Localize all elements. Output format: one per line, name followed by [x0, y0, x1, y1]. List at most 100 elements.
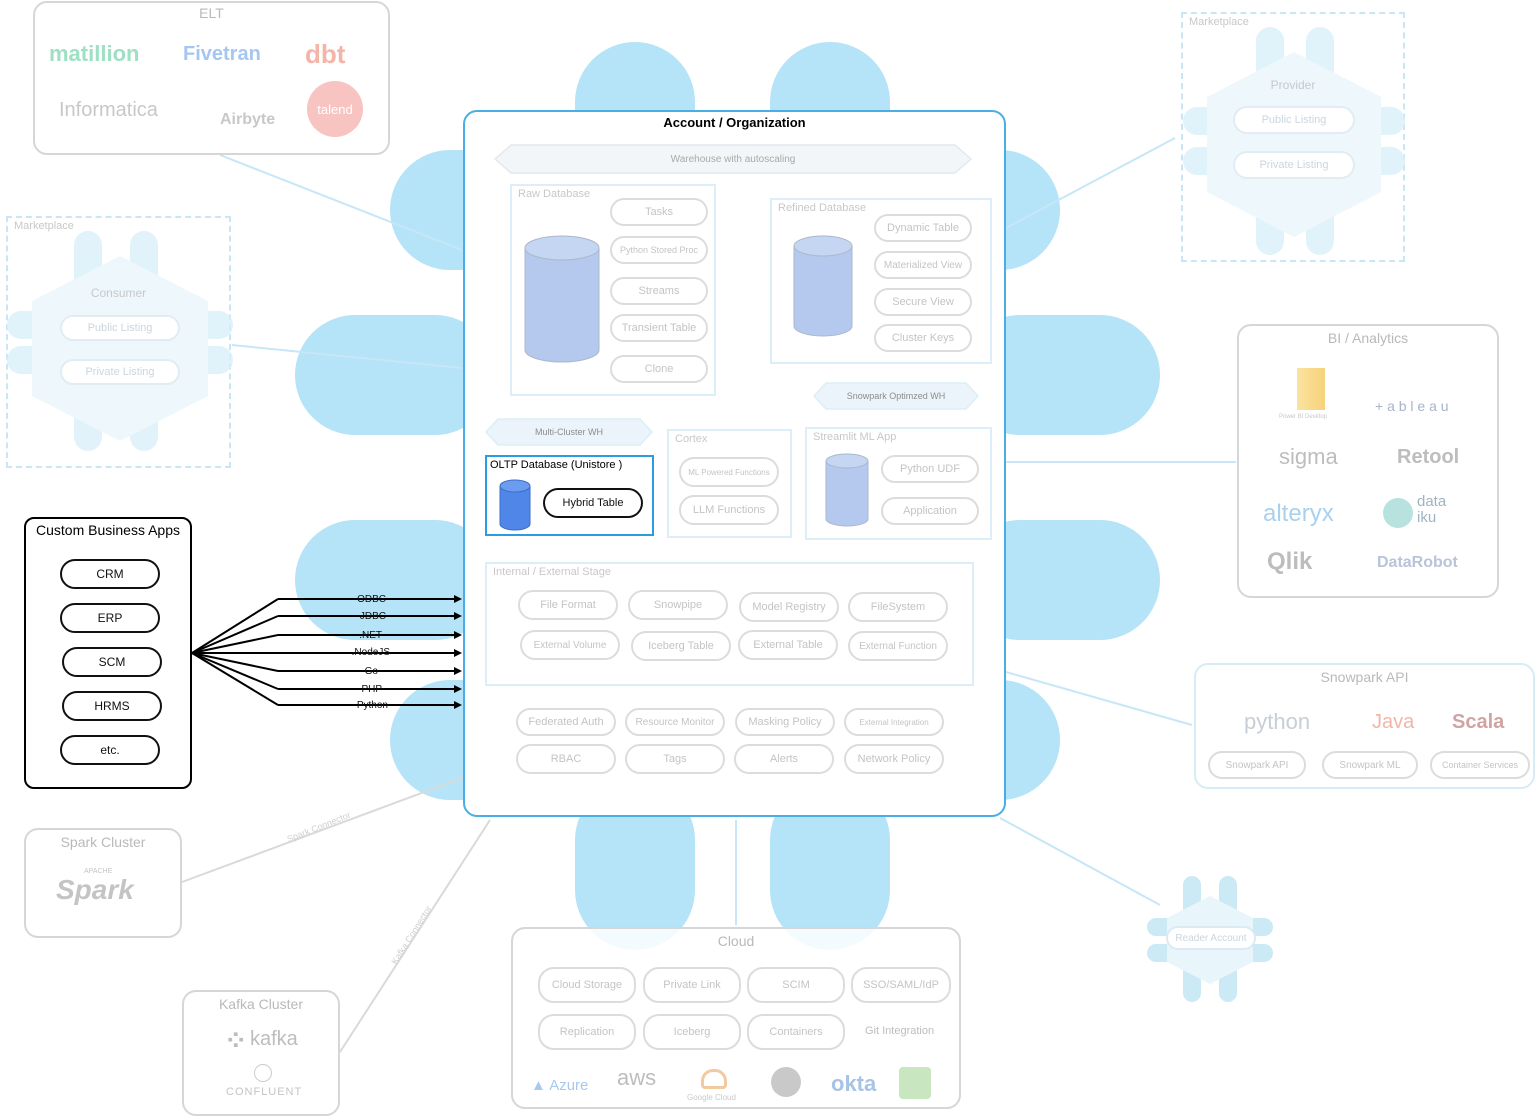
aws-logo: aws — [617, 1065, 657, 1090]
consumer-private-listing[interactable]: Private Listing — [60, 359, 180, 385]
iceberg-table[interactable]: Iceberg Table — [631, 631, 731, 661]
bi-title: BI / Analytics — [1327, 330, 1409, 346]
consumer-public-listing[interactable]: Public Listing — [60, 315, 180, 341]
informatica-logo: Informatica — [59, 99, 158, 121]
hybrid-table[interactable]: Hybrid Table — [543, 488, 643, 518]
application[interactable]: Application — [881, 497, 979, 525]
app-erp[interactable]: ERP — [60, 603, 160, 633]
tags[interactable]: Tags — [625, 744, 725, 774]
database-icon — [825, 453, 869, 527]
llm-functions[interactable]: LLM Functions — [679, 495, 779, 525]
external-function[interactable]: External Function — [848, 631, 948, 661]
private-link[interactable]: Private Link — [643, 967, 741, 1003]
filesystem[interactable]: FileSystem — [848, 592, 948, 622]
streams[interactable]: Streams — [610, 277, 708, 305]
alteryx-logo: alteryx — [1263, 500, 1334, 527]
elt-title: ELT — [199, 5, 224, 21]
app-etc[interactable]: etc. — [60, 735, 160, 765]
elt-panel: ELT matillion Fivetran dbt Informatica A… — [33, 1, 390, 155]
snowpark-wh-label: Snowpark Optimzed WH — [846, 391, 946, 401]
airbyte-logo: Airbyte — [220, 111, 276, 128]
snowpark-api-item[interactable]: Snowpark API — [1208, 751, 1306, 779]
provider-public-listing[interactable]: Public Listing — [1233, 106, 1355, 134]
containers[interactable]: Containers — [747, 1014, 845, 1050]
raw-database: Raw Database Tasks Python Stored Proc St… — [510, 184, 716, 396]
python-udf[interactable]: Python UDF — [881, 455, 979, 483]
secure-view[interactable]: Secure View — [874, 288, 972, 316]
provider-marketplace: Marketplace Provider Public Listing Priv… — [1181, 12, 1405, 262]
snowpark-api-panel: Snowpark API python Java Scala Snowpark … — [1194, 663, 1535, 789]
warehouse-hex — [493, 144, 973, 174]
federated-auth[interactable]: Federated Auth — [516, 708, 616, 736]
masking-policy[interactable]: Masking Policy — [735, 708, 835, 736]
connector-odbc: ODBC — [357, 594, 386, 605]
database-icon — [499, 479, 531, 531]
materialized-view[interactable]: Materialized View — [874, 251, 972, 279]
sso-saml-idp[interactable]: SSO/SAML/IdP — [851, 967, 951, 1003]
spark-cluster: Spark Cluster APACHE Spark — [24, 828, 182, 938]
reader-account[interactable]: Reader Account — [1166, 926, 1256, 950]
file-format[interactable]: File Format — [518, 590, 618, 620]
provider-private-listing[interactable]: Private Listing — [1233, 151, 1355, 179]
powerbi-icon — [1297, 368, 1325, 410]
scala-logo: Scala — [1452, 711, 1505, 733]
sigma-logo: sigma — [1279, 444, 1338, 469]
internal-external-stage: Internal / External Stage File Format Sn… — [485, 562, 974, 686]
resource-monitor[interactable]: Resource Monitor — [625, 708, 725, 736]
dbt-logo: dbt — [305, 39, 346, 69]
alerts[interactable]: Alerts — [734, 744, 834, 774]
container-services-item[interactable]: Container Services — [1430, 751, 1530, 779]
database-icon — [793, 235, 853, 337]
cortex: Cortex ML Powered Functions LLM Function… — [667, 429, 792, 538]
app-scm[interactable]: SCM — [62, 647, 162, 677]
custom-apps-title: Custom Business Apps — [36, 522, 180, 538]
external-integration[interactable]: External Integration — [844, 708, 944, 736]
kafka-logo: kafka — [250, 1028, 298, 1050]
app-crm[interactable]: CRM — [60, 559, 160, 589]
rbac[interactable]: RBAC — [516, 744, 616, 774]
cloud-panel: Cloud Cloud Storage Private Link SCIM SS… — [511, 927, 961, 1109]
oltp-database: OLTP Database (Unistore ) Hybrid Table — [485, 455, 654, 536]
external-volume[interactable]: External Volume — [520, 630, 620, 660]
cloud-title: Cloud — [717, 933, 755, 949]
python-stored-proc[interactable]: Python Stored Proc — [610, 236, 708, 264]
snowpark-ml-item[interactable]: Snowpark ML — [1322, 751, 1418, 779]
powerbi-label: Power BI Desktop — [1279, 414, 1328, 420]
cluster-keys[interactable]: Cluster Keys — [874, 324, 972, 352]
spark-logo: Spark — [56, 874, 134, 905]
connector-go: Go — [364, 666, 378, 677]
ml-powered-functions[interactable]: ML Powered Functions — [679, 457, 779, 487]
external-table[interactable]: External Table — [738, 630, 838, 660]
dynamic-table[interactable]: Dynamic Table — [874, 214, 972, 242]
google-cloud-logo: Google Cloud — [687, 1093, 736, 1102]
datarobot-logo: DataRobot — [1377, 554, 1458, 571]
refined-database: Refined Database Dynamic Table Materiali… — [770, 198, 992, 364]
multi-cluster-wh-label: Multi-Cluster WH — [534, 427, 603, 437]
snowpipe[interactable]: Snowpipe — [628, 590, 728, 620]
cloud-storage[interactable]: Cloud Storage — [538, 967, 636, 1003]
connector-php: PHP — [361, 684, 382, 695]
streamlit-ml-app: Streamlit ML App Python UDF Application — [805, 427, 992, 540]
account-organization: Account / Organization Warehouse with au… — [463, 110, 1006, 817]
raw-db-title: Raw Database — [518, 188, 591, 200]
consumer-marketplace: Marketplace Consumer Public Listing Priv… — [6, 216, 233, 468]
consumer-title: Consumer — [90, 286, 147, 300]
python-logo: python — [1244, 709, 1311, 734]
snowpark-wh-hex — [812, 382, 980, 410]
app-hrms[interactable]: HRMS — [62, 691, 162, 721]
google-cloud-icon — [701, 1069, 727, 1089]
clone[interactable]: Clone — [610, 355, 708, 383]
model-registry[interactable]: Model Registry — [739, 592, 839, 622]
network-policy[interactable]: Network Policy — [844, 744, 944, 774]
iceberg[interactable]: Iceberg — [643, 1014, 741, 1050]
connector-nodejs: .NodeJS — [351, 647, 390, 658]
transient-table[interactable]: Transient Table — [610, 314, 708, 342]
spark-apache-label: APACHE — [84, 868, 113, 875]
connector-python: Python — [356, 700, 388, 711]
scim[interactable]: SCIM — [747, 967, 845, 1003]
retool-logo: Retool — [1397, 446, 1460, 468]
provider-title: Provider — [1270, 78, 1316, 92]
replication[interactable]: Replication — [538, 1014, 636, 1050]
kafka-cluster: Kafka Cluster ⁘ kafka CONFLUENT — [182, 990, 340, 1116]
tasks[interactable]: Tasks — [610, 198, 708, 226]
